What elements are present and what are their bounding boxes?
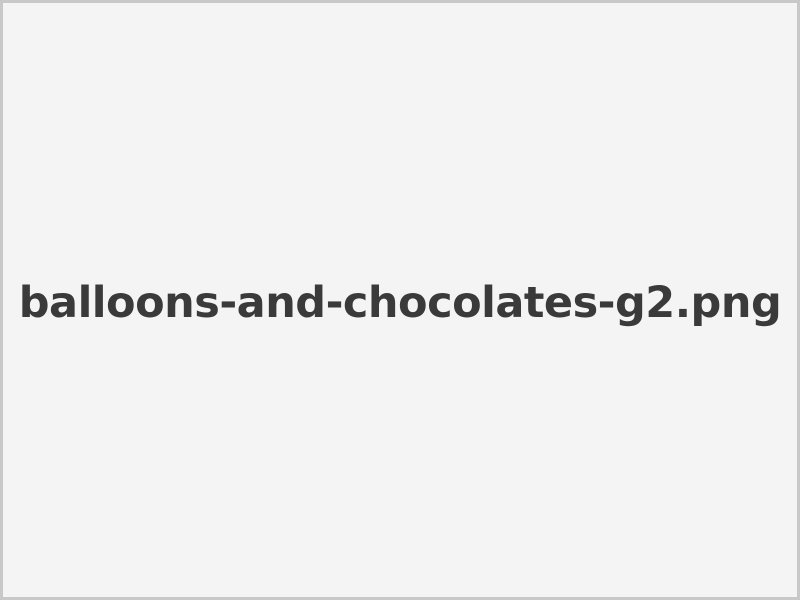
placeholder-filename: balloons-and-chocolates-g2.png bbox=[18, 278, 782, 328]
